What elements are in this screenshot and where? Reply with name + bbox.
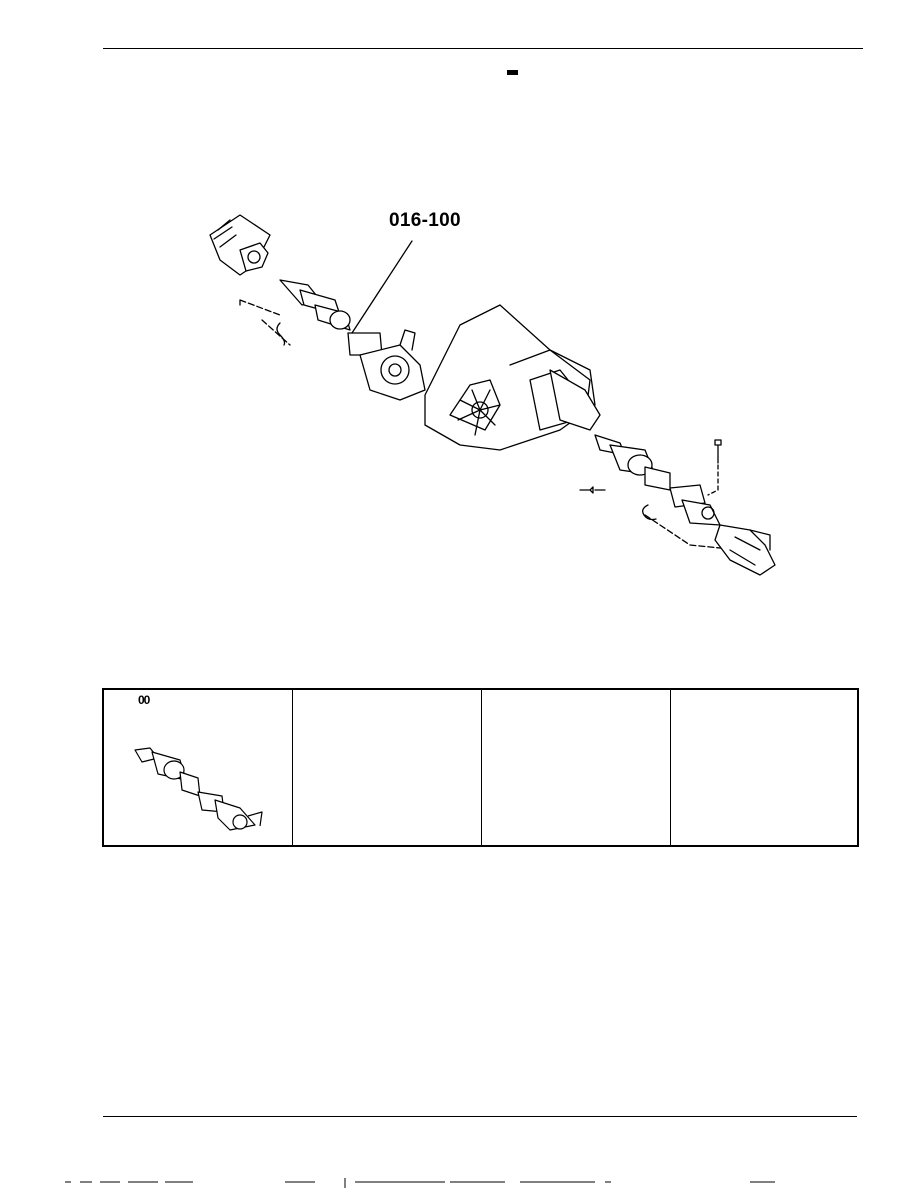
tool-cell-3 [482,690,671,845]
special-tool-table: 00 [102,688,859,847]
header-rule [103,48,863,49]
transfer-case [424,304,596,451]
footer-rule [103,1116,857,1117]
rear-yoke [714,524,776,576]
tool-cell-4 [671,690,857,845]
output-housing [549,369,601,431]
scan-artifact-strip [65,1178,775,1188]
tool-cell-2 [293,690,482,845]
rear-shaft-tube [594,434,671,491]
driveshaft-tool-icon [134,747,263,831]
callout-leader [351,240,413,334]
grease-fitting-lower [579,486,606,494]
front-yoke [209,214,271,276]
callout-label: 016-100 [389,210,461,231]
tool-cell-1: 00 [104,690,293,845]
universal-joint-rear [669,484,721,526]
retaining-clip-rear [642,504,657,521]
retaining-clip-front [276,322,286,346]
front-shaft-tube [279,279,351,331]
driveshaft-exploded-diagram [209,214,776,576]
tool-code: 00 [138,693,150,707]
grease-fitting-upper [707,439,722,496]
header-mark [507,70,518,75]
double-cardan-housing [359,329,426,401]
